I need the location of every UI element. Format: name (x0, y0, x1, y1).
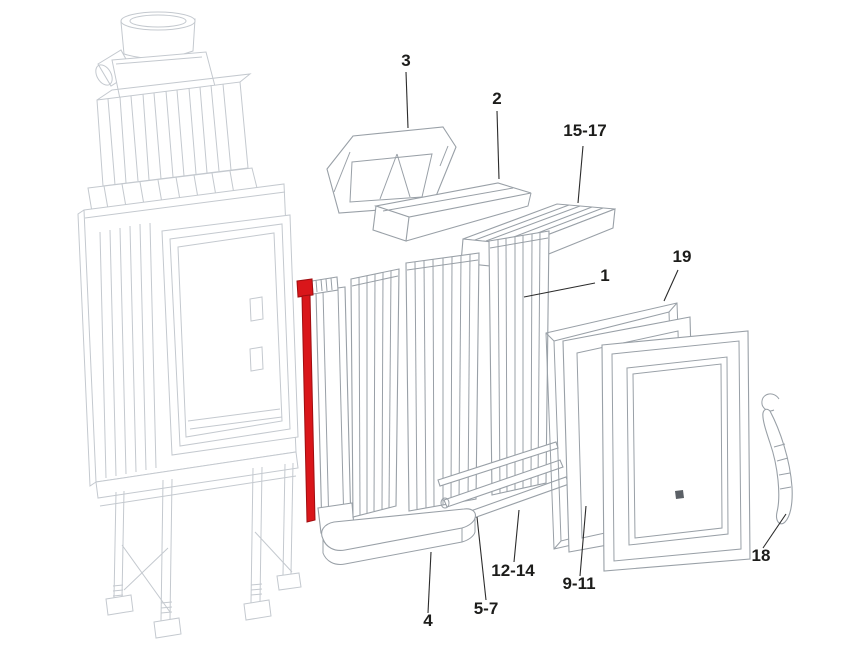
stove-legs (105, 462, 302, 639)
part-label-2: 2 (492, 89, 501, 108)
body-ribs (99, 222, 157, 479)
part-label-5-7: 5-7 (474, 599, 499, 618)
back-panel-flutes (497, 231, 541, 494)
leader-line-15-17 (577, 145, 584, 204)
flue-collar (95, 11, 217, 100)
part-5-7-12-14-grate-rails (437, 441, 570, 526)
firebrick-side-panel-middle (405, 252, 480, 512)
callouts: 3 2 15-17 1 19 18 12-14 9-11 5-7 4 (401, 51, 787, 630)
part-18-door-handle (761, 393, 793, 525)
leader-line-5-7 (476, 516, 487, 601)
upper-housing-ribs (107, 83, 232, 186)
panel-middle-flutes (414, 253, 471, 510)
leader-line-19 (663, 269, 679, 302)
stove-body-drawing (77, 11, 302, 639)
part-2-deflector-plate (372, 182, 532, 242)
firebrick-side-panel-left (350, 268, 400, 518)
panel-left-flutes (358, 270, 392, 516)
part-label-9-11: 9-11 (562, 574, 595, 593)
door-assembly (601, 330, 751, 572)
part-4-base-plate (321, 508, 476, 565)
part-label-18: 18 (752, 546, 771, 565)
part-label-15-17: 15-17 (563, 121, 606, 140)
part-label-12-14: 12-14 (491, 561, 535, 580)
part-highlighted-gasket[interactable] (296, 276, 339, 523)
handle-ridges (773, 443, 792, 490)
leader-line-18 (762, 513, 787, 549)
door-latch-detail (675, 490, 684, 499)
part-label-19: 19 (673, 247, 692, 266)
firebox-body (77, 183, 299, 507)
part-label-1: 1 (600, 266, 609, 285)
gasket-bracket-hatching (315, 277, 333, 293)
leader-line-12-14 (513, 509, 520, 563)
side-seal-panel (315, 286, 355, 534)
leader-line-2 (496, 110, 500, 180)
part-label-4: 4 (423, 611, 433, 630)
upper-housing (87, 73, 259, 213)
gasket-strip[interactable] (301, 294, 316, 523)
leader-line-3 (405, 71, 409, 129)
part-label-3: 3 (401, 51, 410, 70)
leader-line-9-11 (579, 505, 587, 577)
gasket-top-cap[interactable] (296, 278, 314, 298)
part-1-back-panel (488, 230, 550, 496)
leader-line-4 (427, 551, 432, 614)
leader-line-1 (523, 282, 596, 298)
